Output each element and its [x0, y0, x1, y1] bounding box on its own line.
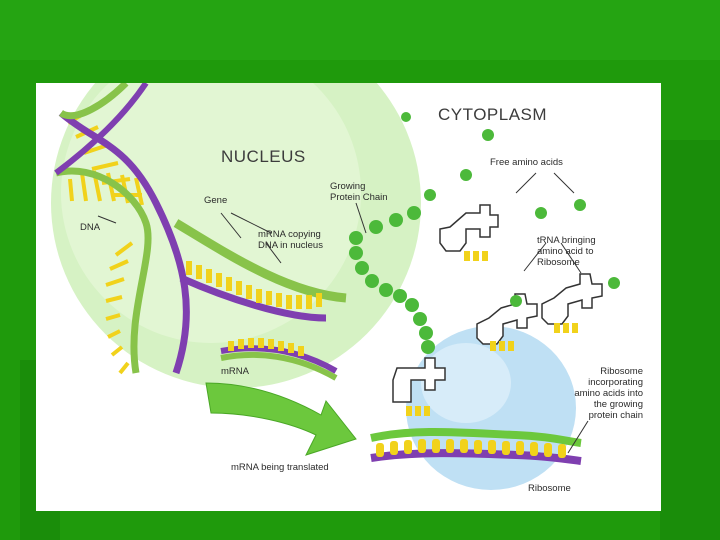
gene-label: Gene: [204, 195, 228, 206]
mrna-being-translated-label: mRNA being translated: [231, 462, 329, 473]
ribosome-label: Ribosome: [528, 483, 571, 494]
trna-anticodons: [406, 251, 578, 416]
trna-bringing-label: tRNA bringing amino acid to Ribosome: [537, 235, 596, 268]
ribosome-incorporating-label: Ribosome incorporating amino acids into …: [574, 366, 643, 421]
arrow-icon: [205, 382, 357, 456]
mrna-label: mRNA: [221, 366, 249, 377]
trna-icon: [392, 204, 603, 403]
label-leader-lines: [355, 172, 582, 274]
cytoplasm-label: CYTOPLASM: [438, 105, 548, 124]
nucleus-label: NUCLEUS: [221, 147, 306, 166]
amino-acid-icon: [349, 112, 620, 354]
gene-mrna-copying: [97, 212, 347, 322]
dna-label: DNA: [80, 222, 101, 233]
ribosome-icon: [370, 326, 589, 490]
growing-protein-chain-label: Growing Protein Chain: [330, 181, 388, 203]
protein-synthesis-diagram: CYTOPLASM NUCLEUS Free amino acids Growi…: [36, 83, 661, 511]
diagram-graphics: [51, 83, 620, 490]
free-amino-acids-label: Free amino acids: [490, 157, 563, 168]
dna-helix-icon: [54, 83, 190, 375]
mrna-strand: [220, 338, 338, 381]
mrna-copying-label: mRNA copying DNA in nucleus: [258, 229, 323, 251]
nucleus-highlight: [61, 83, 361, 343]
